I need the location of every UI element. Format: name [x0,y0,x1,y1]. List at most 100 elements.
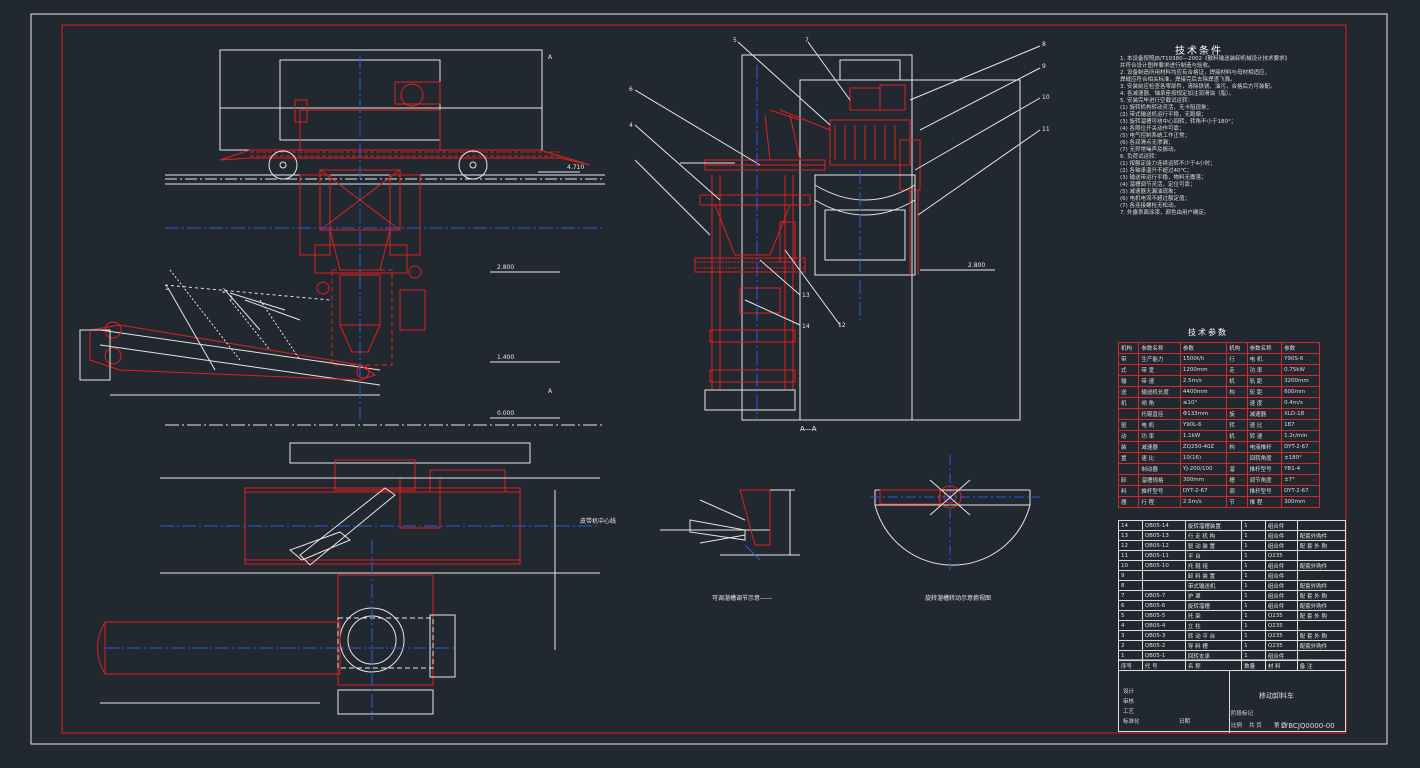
parts-list-cell: 组合件 [1264,650,1298,661]
parts-list-cell: Q235 [1264,620,1298,631]
tech-req-line: 1. 本设备按照JB/T10380—2002《散料输送装卸机械设计技术要求》 [1120,56,1291,62]
tech-params-cell: ZQ250-40Z [1179,441,1228,453]
tech-params-cell: 0.4m/s [1281,397,1320,409]
tech-params-cell: 带 速 [1138,375,1181,387]
parts-list-cell: 卸 料 装 置 [1184,570,1243,581]
parts-list-cell: 1 [1241,650,1266,661]
inner-frame [61,24,1347,734]
tech-params-header-cell: 参数名称 [1246,342,1283,354]
tech-params-header-cell: 参数 [1179,342,1228,354]
tech-params-title: 技术参数 [1188,328,1228,337]
callout-12: 12 [838,322,846,329]
parts-list-cell: 7 [1118,590,1143,601]
tech-req-line: (7) 无异常噪声及振动。 [1120,147,1180,153]
parts-list-cell: 导 料 槽 [1184,640,1243,651]
callout-4: 4 [629,122,633,129]
scale-field: 比例 [1231,723,1243,729]
rotating-chute-plan-view [870,455,1040,570]
tech-params-cell: 槽 [1226,474,1248,486]
tech-params-cell: 推杆型号 [1138,485,1181,497]
callout-8: 8 [1042,41,1046,48]
parts-list-cell: 组合件 [1264,520,1298,531]
tech-req-line: (1) 旋转机构转动灵活，无卡阻现象； [1120,105,1213,111]
tech-params-cell [1117,408,1140,420]
tech-params-cell: 倾 角 [1138,397,1181,409]
parts-list-cell: 8 [1118,580,1143,591]
tech-params-cell: 输 [1117,375,1140,387]
parts-list-cell [1296,520,1347,531]
tech-params-cell [1226,397,1248,409]
parts-list-cell: 配套外购件 [1296,600,1347,611]
tech-params-cell: 电 机 [1246,353,1283,365]
callout-3: 3 [229,295,233,302]
tech-req-line: 5. 安装完毕进行空载试运转： [1120,98,1193,104]
tech-params-header-cell: 机构 [1117,342,1140,354]
parts-list-cell [1296,650,1347,661]
role-date: 日期 [1179,719,1191,725]
parts-list-cell: 转 动 平 台 [1184,630,1243,641]
parts-list-cell: 1 [1241,570,1266,581]
parts-list-cell: 1 [1241,620,1266,631]
elevation-label-2: 2.800 [497,264,515,271]
callout-1: 1 [165,285,169,292]
tech-params-cell: 机 [1226,430,1248,442]
parts-list-cell: QB05-11 [1141,550,1186,561]
tech-req-line: (6) 各润滑点无渗漏； [1120,140,1174,146]
parts-list-cell: 组合件 [1264,540,1298,551]
tech-params-cell: YB1-4 [1281,463,1320,475]
parts-list-cell: 10 [1118,560,1143,571]
parts-list-cell: 1 [1241,590,1266,601]
tech-params-cell: 4400mm [1179,386,1228,398]
parts-list-cell [1296,570,1347,581]
elevation-label-3: 1.400 [497,354,515,361]
parts-list-cell: 1 [1118,650,1143,661]
parts-list-cell: QB05-4 [1141,620,1186,631]
parts-list-cell: 1 [1241,520,1266,531]
elevation-label-4: 0.000 [497,410,515,417]
tech-req-line: 焊缝应符合相关标准，焊接完后去除焊渣飞溅。 [1120,77,1236,83]
elevation-view [79,49,605,426]
parts-list-cell: 1 [1241,580,1266,591]
tech-params-cell: 轮 距 [1246,386,1283,398]
parts-list-cell: QB05-1 [1141,650,1186,661]
tech-params-cell: 驱 [1117,419,1140,431]
parts-list-cell: 组合件 [1264,530,1298,541]
parts-list-cell: 1 [1241,600,1266,611]
tech-params-cell: YJ-200/100 [1179,463,1228,475]
parts-list-cell: 回转支承 [1184,650,1243,661]
tech-params-cell: 构 [1226,441,1248,453]
role-process: 工艺 [1123,709,1135,715]
parts-list-cell: QB05-6 [1141,600,1186,611]
tech-req-line: (6) 电机电流不超过额定值； [1120,196,1191,202]
tech-params-cell: 电液推杆 [1246,441,1283,453]
parts-list-header-cell: 代 号 [1141,660,1186,671]
tech-params-cell: 0.75kW [1281,364,1320,376]
tech-params-cell: 动 [1117,430,1140,442]
role-approve: 标准化 [1123,719,1140,725]
tech-params-cell: 3200mm [1281,375,1320,387]
parts-list-cell: 1 [1241,630,1266,641]
tech-params-cell: 速 比 [1246,419,1283,431]
callout-5: 5 [733,37,737,44]
tech-params-cell: 旋 [1226,408,1248,420]
parts-list-cell: 旋转溜槽 [1184,600,1243,611]
parts-list-cell: QB05-3 [1141,630,1186,641]
tech-params-cell: 1500t/h [1179,353,1228,365]
tech-params-cell: 走 [1226,364,1248,376]
section-title-a-a: A—A [800,425,817,433]
parts-list-cell: QB05-7 [1141,590,1186,601]
tech-params-cell: 生产能力 [1138,353,1181,365]
tech-params-cell: 2.5m/s [1179,496,1228,508]
tech-params-cell: 置 [1117,452,1140,464]
